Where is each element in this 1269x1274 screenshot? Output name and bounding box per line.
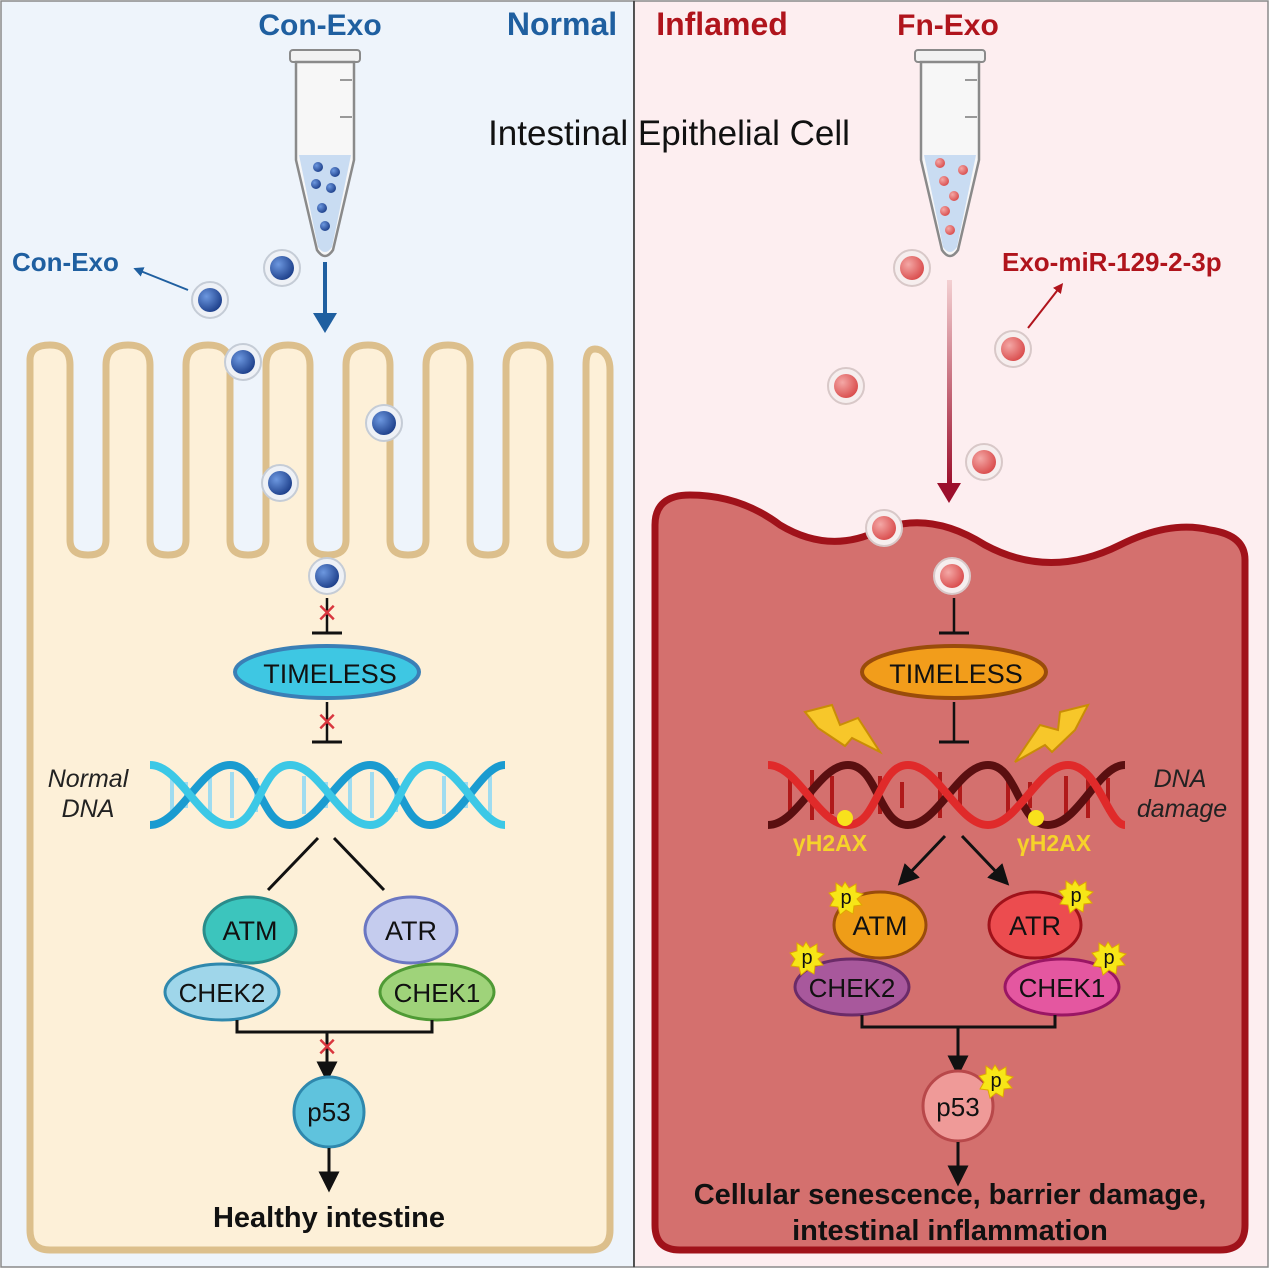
fn-exo-tube bbox=[914, 49, 986, 258]
mirna-callout-label: Exo-miR-129-2-3p bbox=[1002, 247, 1222, 277]
fn-exo-vesicle bbox=[933, 557, 971, 595]
fn-exo-vesicle bbox=[865, 509, 903, 547]
phospho-badge-chek2: p bbox=[789, 941, 826, 976]
fn-exo-vesicle bbox=[893, 249, 931, 287]
con-exo-vesicle bbox=[191, 281, 229, 319]
dna-to-atm-arrow bbox=[897, 834, 947, 886]
atm-normal-label: ATM bbox=[223, 916, 278, 946]
dna-to-atr-line bbox=[332, 836, 386, 892]
p53-normal-label: p53 bbox=[307, 1097, 350, 1127]
chek2-inflamed-node bbox=[793, 957, 911, 1017]
con-exo-callout-arrow bbox=[133, 267, 189, 291]
fn-exo-vesicle bbox=[965, 443, 1003, 481]
chek1-normal-node bbox=[378, 962, 496, 1022]
inflamed-epithelial-cell bbox=[651, 491, 1249, 1254]
dna-to-atm-line bbox=[266, 836, 320, 892]
svg-text:p: p bbox=[990, 1070, 1001, 1092]
chek1-normal-label: CHEK1 bbox=[394, 978, 481, 1008]
con-exo-vesicle bbox=[224, 343, 262, 381]
dna-to-atr-arrow bbox=[960, 834, 1010, 886]
blocked-inhibition-timeless: × bbox=[312, 594, 342, 635]
chek1-inflamed-label: CHEK1 bbox=[1019, 973, 1106, 1003]
normal-dna-helix bbox=[149, 760, 506, 830]
phospho-badge-chek1: p bbox=[1091, 941, 1128, 976]
normal-condition-label: Normal bbox=[507, 6, 617, 42]
con-exo-vesicle bbox=[308, 557, 346, 595]
h2ax-foci-marker bbox=[1028, 810, 1044, 826]
chek2-inflamed-label: CHEK2 bbox=[809, 973, 896, 1003]
con-exo-vesicle bbox=[365, 404, 403, 442]
timeless-normal-node bbox=[233, 644, 421, 700]
inflamed-condition-label: Inflamed bbox=[656, 6, 788, 42]
con-exo-tube bbox=[289, 49, 361, 258]
phospho-badge-p53: p bbox=[978, 1064, 1015, 1099]
blocked-inhibition-dna: × bbox=[312, 702, 342, 744]
inhibit-cross-mark: × bbox=[317, 1028, 337, 1066]
center-title: Intestinal Epithelial Cell bbox=[488, 114, 850, 153]
timeless-inflamed-label: TIMELESS bbox=[889, 659, 1023, 689]
fn-exo-tube-label: Fn-Exo bbox=[897, 9, 999, 42]
atr-inflamed-label: ATR bbox=[1009, 911, 1061, 941]
con-exo-tube-label: Con-Exo bbox=[258, 9, 381, 42]
lightning-bolt-icon bbox=[803, 703, 883, 755]
p53-normal-node bbox=[292, 1075, 366, 1149]
svg-text:p: p bbox=[801, 947, 812, 969]
chek2-normal-label: CHEK2 bbox=[179, 978, 266, 1008]
phospho-badge-atr: p bbox=[1058, 879, 1095, 914]
fn-exo-entry-arrow bbox=[947, 280, 952, 485]
fn-exo-vesicles bbox=[827, 249, 1032, 595]
con-exo-vesicle bbox=[261, 464, 299, 502]
atm-inflamed-label: ATM bbox=[853, 911, 908, 941]
atr-inflamed-node bbox=[987, 890, 1083, 960]
svg-text:p: p bbox=[1070, 885, 1081, 907]
atr-normal-node bbox=[363, 895, 459, 965]
damaged-dna-helix bbox=[767, 760, 1127, 830]
checkpoint-bracket-normal bbox=[235, 1020, 434, 1034]
fn-exo-vesicle bbox=[827, 367, 865, 405]
lightning-bolt-icon bbox=[1014, 703, 1090, 763]
inflamed-outcome-line2: intestinal inflammation bbox=[792, 1215, 1108, 1247]
inhibit-cross-mark: × bbox=[317, 594, 337, 632]
normal-epithelial-cell bbox=[26, 341, 614, 1254]
h2ax-label-right: γH2AX bbox=[1017, 830, 1092, 856]
normal-dna-label-line1: Normal bbox=[48, 765, 130, 793]
chek2-normal-node bbox=[163, 962, 281, 1022]
svg-text:p: p bbox=[1103, 947, 1114, 969]
chek1-inflamed-node bbox=[1003, 957, 1121, 1017]
svg-text:p: p bbox=[840, 887, 851, 909]
inhibit-cross-mark: × bbox=[317, 703, 337, 741]
h2ax-label-left: γH2AX bbox=[793, 830, 868, 856]
timeless-inflamed-node bbox=[860, 644, 1048, 700]
atm-inflamed-node bbox=[832, 890, 928, 960]
atm-normal-node bbox=[202, 895, 298, 965]
fn-exo-entry-arrowhead bbox=[937, 483, 961, 503]
con-exo-entry-arrowhead bbox=[313, 313, 337, 333]
atr-normal-label: ATR bbox=[385, 916, 437, 946]
con-exo-vesicle bbox=[263, 249, 301, 287]
mirna-callout-arrow bbox=[1027, 283, 1064, 329]
timeless-normal-label: TIMELESS bbox=[263, 659, 397, 689]
fn-exo-vesicle bbox=[994, 330, 1032, 368]
con-exo-callout-label: Con-Exo bbox=[12, 247, 119, 277]
phospho-badge-atm: p bbox=[828, 881, 865, 916]
h2ax-foci-marker bbox=[837, 810, 853, 826]
p53-inflamed-node bbox=[921, 1069, 995, 1143]
normal-outcome-label: Healthy intestine bbox=[213, 1202, 445, 1234]
dna-damage-label-line2: damage bbox=[1137, 795, 1227, 823]
normal-dna-label-line2: DNA bbox=[62, 795, 115, 823]
p53-inflamed-label: p53 bbox=[936, 1092, 979, 1122]
dna-damage-label-line1: DNA bbox=[1154, 765, 1207, 793]
con-exo-vesicles bbox=[191, 249, 403, 595]
inflamed-outcome-line1: Cellular senescence, barrier damage, bbox=[694, 1179, 1207, 1211]
